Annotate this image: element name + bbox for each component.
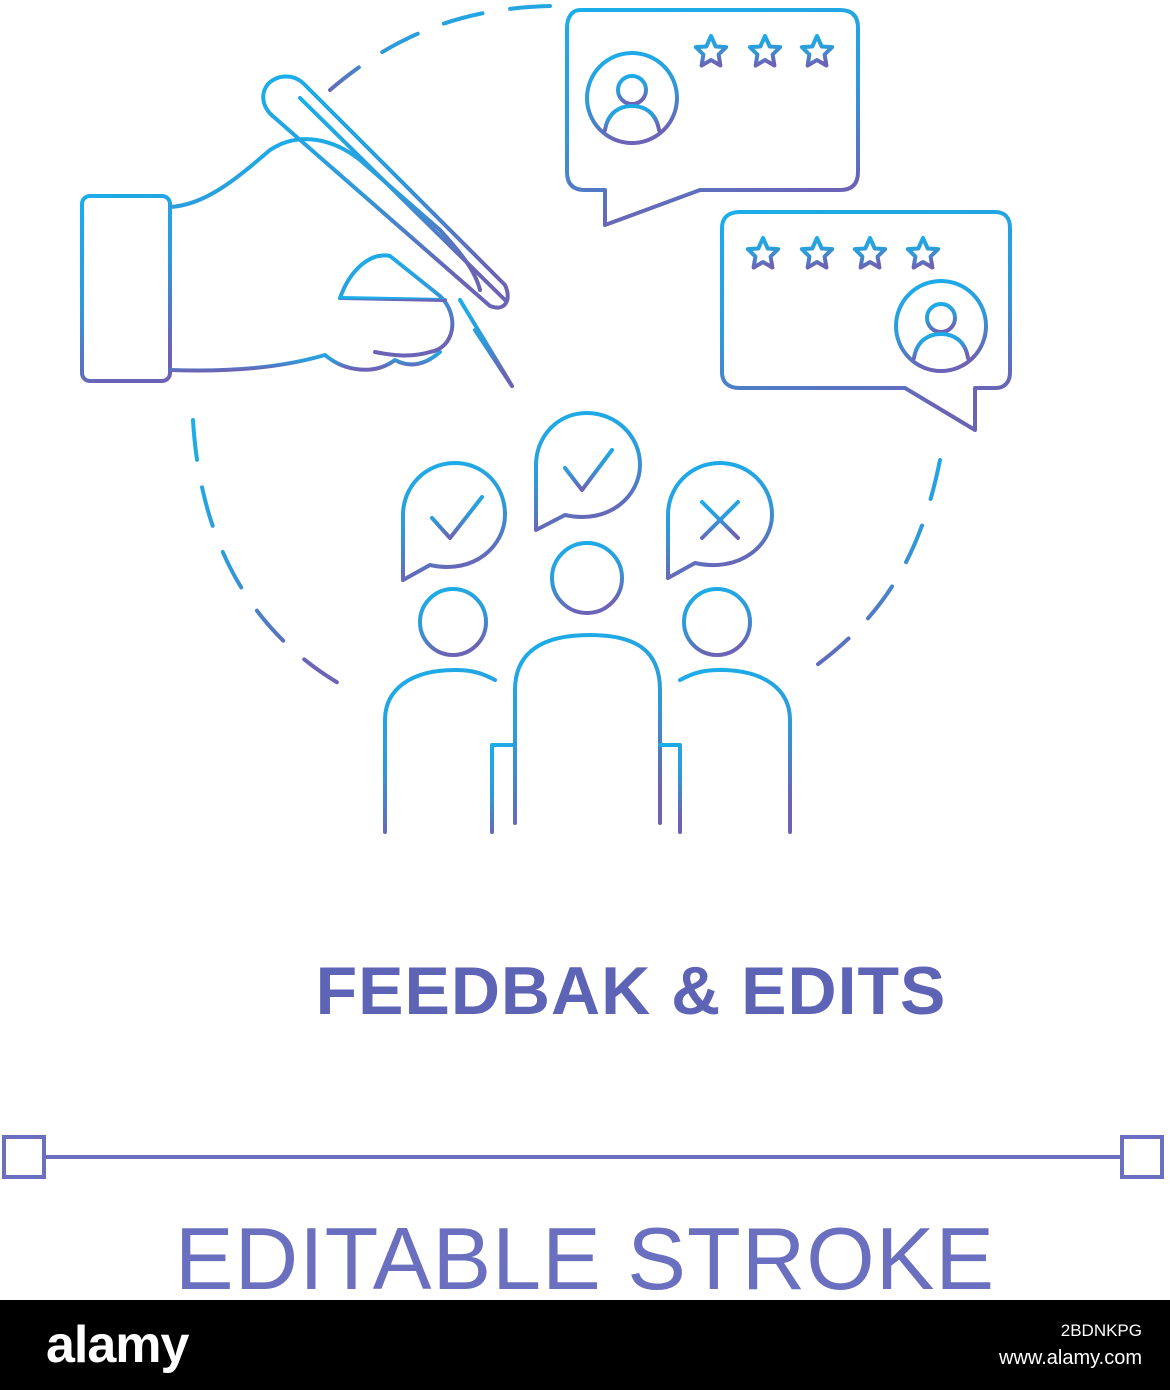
right-handle-icon — [1120, 1135, 1164, 1179]
rejection-bubble-right-icon — [666, 461, 774, 580]
review-bubble-3-stars-icon — [565, 8, 860, 227]
editable-stroke-line — [2, 1135, 1164, 1179]
dashed-circle-icon — [191, 4, 942, 697]
approval-bubble-left-icon — [401, 461, 507, 582]
image-meta: 2BDNKPG www.alamy.com — [999, 1321, 1142, 1370]
review-bubble-4-stars-icon — [720, 210, 1012, 432]
left-handle-icon — [2, 1135, 46, 1179]
alamy-logo: alamy — [46, 1316, 189, 1374]
watermark-footer: alamy 2BDNKPG www.alamy.com — [0, 1300, 1170, 1390]
people-group-icon — [383, 541, 792, 834]
page-title: FEEDBAK & EDITS — [315, 953, 947, 1029]
site-url: www.alamy.com — [999, 1346, 1142, 1369]
editable-stroke-label: EDITABLE STROKE — [174, 1209, 996, 1308]
feedback-edits-illustration — [80, 4, 1012, 834]
approval-bubble-center-icon — [534, 411, 642, 532]
image-id: 2BDNKPG — [1060, 1320, 1142, 1340]
hand-writing-icon — [80, 74, 514, 388]
